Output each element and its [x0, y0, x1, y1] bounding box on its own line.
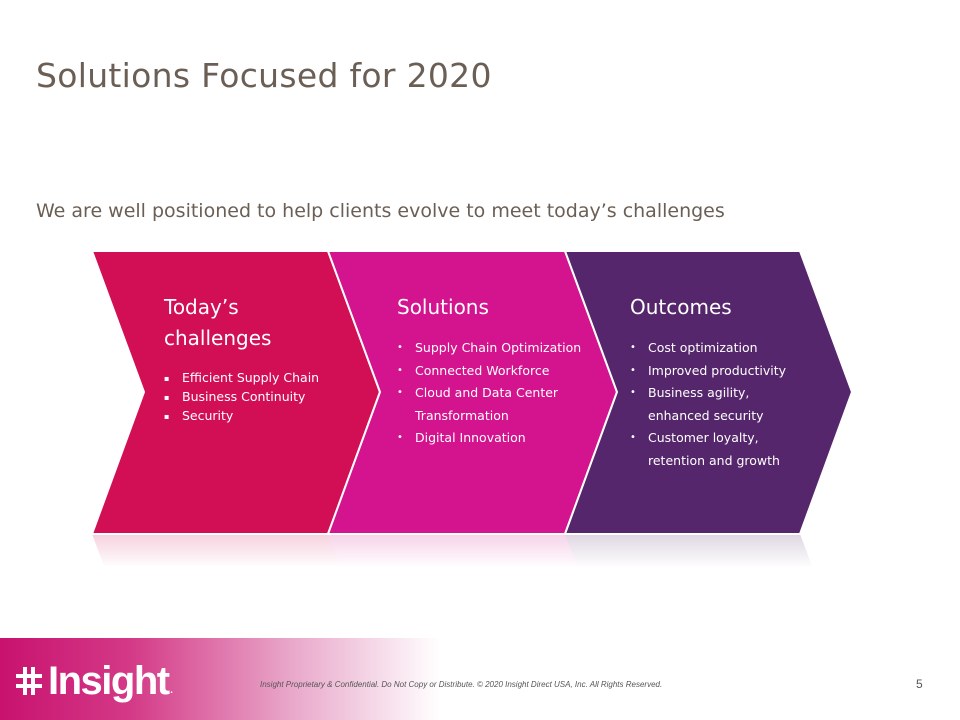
list-item: ▪ Business Continuity — [164, 387, 334, 406]
list-item-text: Cloud and Data Center Transformation — [415, 385, 559, 423]
square-bullet-icon: ▪ — [164, 393, 170, 402]
chevron-outcomes — [563, 250, 854, 535]
list-item: • Improved productivity — [630, 360, 805, 383]
list-item-text: Digital Innovation — [415, 430, 526, 445]
list-item: ▪ Efficient Supply Chain — [164, 368, 334, 387]
list-item: • Connected Workforce — [397, 360, 597, 383]
solutions-list: • Supply Chain Optimization • Connected Wo… — [397, 337, 597, 450]
list-item: • Digital Innovation — [397, 427, 597, 450]
list-item: • Customer loyalty, retention and growth — [630, 427, 808, 472]
panel-heading-outcomes: Outcomes — [630, 295, 732, 319]
list-item-text: Supply Chain Optimization — [415, 340, 582, 355]
list-item-text: Business agility, enhanced security — [648, 385, 764, 423]
panel-heading-solutions: Solutions — [397, 295, 489, 319]
panel-challenges: Today’s challenges ▪ Efficient Supply Cha… — [164, 292, 334, 425]
bullet-icon: • — [397, 364, 403, 376]
chevron-reflections — [80, 534, 840, 568]
list-item: • Business agility, enhanced security — [630, 382, 788, 427]
page-number: 5 — [916, 677, 923, 691]
bullet-icon: • — [397, 432, 403, 443]
list-item-text: Connected Workforce — [415, 362, 550, 378]
outcomes-list: • Cost optimization • Improved productivit… — [630, 337, 805, 472]
slide-subtitle: We are well positioned to help clients e… — [36, 200, 725, 222]
list-item-text: Security — [182, 408, 234, 423]
panel-heading-challenges: Today’s challenges — [164, 295, 272, 350]
list-item-text: Improved productivity — [648, 362, 787, 378]
slide-title: Solutions Focused for 2020 — [36, 56, 492, 95]
list-item: ▪ Security — [164, 406, 334, 425]
footer-brand-band — [0, 638, 440, 720]
insight-logo-mark-icon — [16, 667, 42, 695]
list-item-text: Efficient Supply Chain — [182, 370, 320, 385]
process-chevrons — [80, 250, 854, 568]
logo-dot: . — [169, 680, 174, 696]
insight-logo: Insight . — [14, 656, 173, 706]
bullet-icon: • — [397, 342, 403, 353]
panel-outcomes: Outcomes • Cost optimization • Improved pr… — [630, 292, 805, 472]
panel-solutions: Solutions • Supply Chain Optimization • Co… — [397, 292, 597, 450]
list-item-text: Cost optimization — [648, 340, 758, 355]
square-bullet-icon: ▪ — [164, 374, 170, 383]
list-item: • Supply Chain Optimization — [397, 337, 597, 360]
bullet-icon: • — [630, 432, 636, 443]
list-item: • Cloud and Data Center Transformation — [397, 382, 580, 427]
challenges-list: ▪ Efficient Supply Chain ▪ Business Contin… — [164, 368, 334, 425]
list-item-text: Business Continuity — [182, 389, 306, 404]
square-bullet-icon: ▪ — [164, 412, 170, 421]
bullet-icon: • — [630, 342, 636, 353]
list-item: • Cost optimization — [630, 337, 805, 360]
bullet-icon: • — [397, 387, 403, 398]
list-item-text: Customer loyalty, retention and growth — [648, 430, 780, 468]
logo-wordmark: Insight — [48, 658, 170, 703]
bullet-icon: • — [630, 364, 636, 376]
bullet-icon: • — [630, 387, 636, 398]
footer-confidentiality-note: Insight Proprietary & Confidential. Do N… — [260, 680, 663, 689]
